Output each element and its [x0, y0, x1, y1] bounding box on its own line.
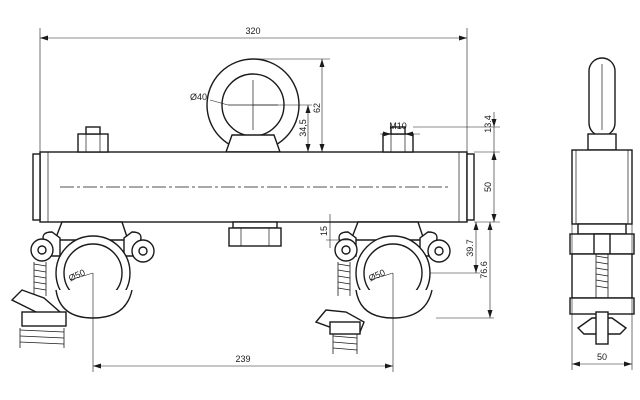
bottom-nut — [228, 221, 282, 247]
dimension-labels: 320 Ø40 62 34,5 M10 13.4 50 15 39.7 76.6… — [67, 26, 607, 364]
eye-bolt — [206, 58, 300, 153]
dim-side-width: 50 — [597, 352, 607, 362]
dim-eye-height: 62 — [312, 103, 322, 113]
dim-eye-neck: 34,5 — [298, 119, 308, 137]
clamp-right — [314, 221, 451, 354]
dim-beam-height: 50 — [483, 182, 493, 192]
front-view — [10, 58, 475, 354]
dim-eye-diameter: Ø40 — [190, 92, 207, 102]
beam — [32, 151, 475, 223]
dim-overall-length: 320 — [245, 26, 260, 36]
clamp-left — [10, 221, 155, 348]
dim-bolt-height: 13.4 — [483, 115, 493, 133]
dim-clamp-spacing: 239 — [235, 354, 250, 364]
top-nut-right — [382, 126, 414, 153]
dim-bolt-size: M10 — [389, 121, 407, 131]
top-nut-left — [77, 126, 109, 153]
dim-clamp-center: 39.7 — [465, 239, 475, 257]
dimension-lines — [39, 28, 633, 372]
dim-clamp-offset: 15 — [319, 226, 329, 236]
dim-clamp-total: 76.6 — [479, 261, 489, 279]
side-view — [569, 57, 635, 345]
